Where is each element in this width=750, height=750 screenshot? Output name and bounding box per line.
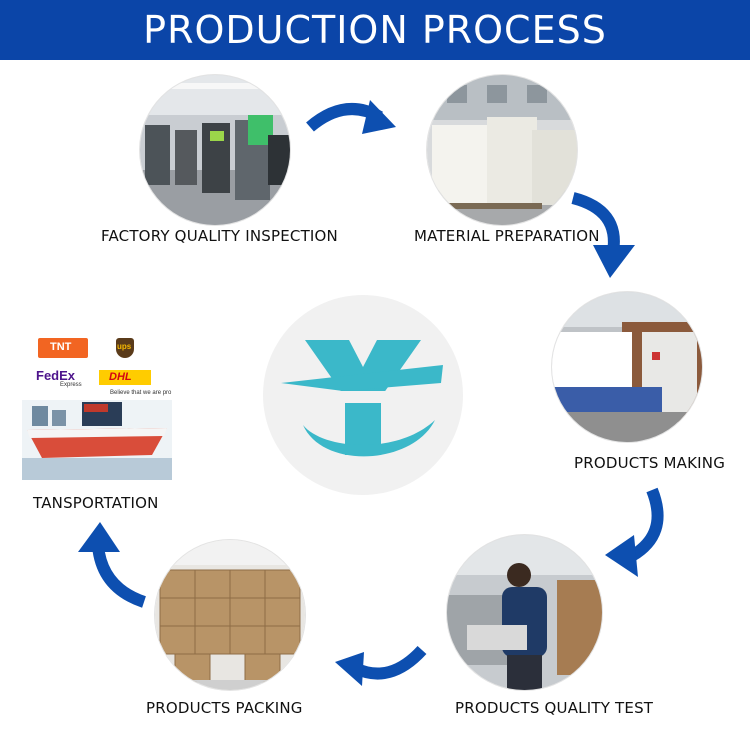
dhl-logo: DHL <box>99 370 151 385</box>
ups-text: ups <box>117 342 132 351</box>
transportation-image: TNT ups FedEx Express DHL Believe that w… <box>20 330 175 485</box>
step-label-factory-inspection: FACTORY QUALITY INSPECTION <box>101 227 338 245</box>
products-making-photo <box>552 292 702 442</box>
header-banner: PRODUCTION PROCESS <box>0 0 750 60</box>
arrow-packing-to-transportation <box>78 522 147 608</box>
arrow-material-to-making <box>571 192 635 278</box>
arrow-quality-test-to-packing <box>335 645 427 686</box>
products-packing-photo <box>155 540 305 690</box>
company-logo <box>263 295 463 495</box>
carrier-tagline: Believe that we are pro <box>110 390 172 396</box>
material-preparation-photo <box>427 75 577 225</box>
step-label-products-quality-test: PRODUCTS QUALITY TEST <box>455 699 654 717</box>
ups-logo: ups <box>116 338 134 358</box>
step-label-products-packing: PRODUCTS PACKING <box>146 699 303 717</box>
tnt-logo: TNT <box>38 338 88 358</box>
page-title: PRODUCTION PROCESS <box>143 8 607 52</box>
step-label-material-preparation: MATERIAL PREPARATION <box>414 227 600 245</box>
step-label-products-making: PRODUCTS MAKING <box>574 454 726 472</box>
step-label-transportation: TANSPORTATION <box>33 494 159 512</box>
factory-inspection-photo <box>140 75 290 225</box>
fedex-sub-text: Express <box>60 382 82 388</box>
cargo-ship <box>22 400 172 480</box>
arrow-inspection-to-material <box>306 100 396 134</box>
products-quality-test-photo <box>447 535 602 690</box>
arrow-making-to-quality-test <box>605 487 664 577</box>
dhl-text: DHL <box>109 371 132 383</box>
fedex-text: FedEx <box>36 368 76 383</box>
tnt-text: TNT <box>50 341 72 353</box>
